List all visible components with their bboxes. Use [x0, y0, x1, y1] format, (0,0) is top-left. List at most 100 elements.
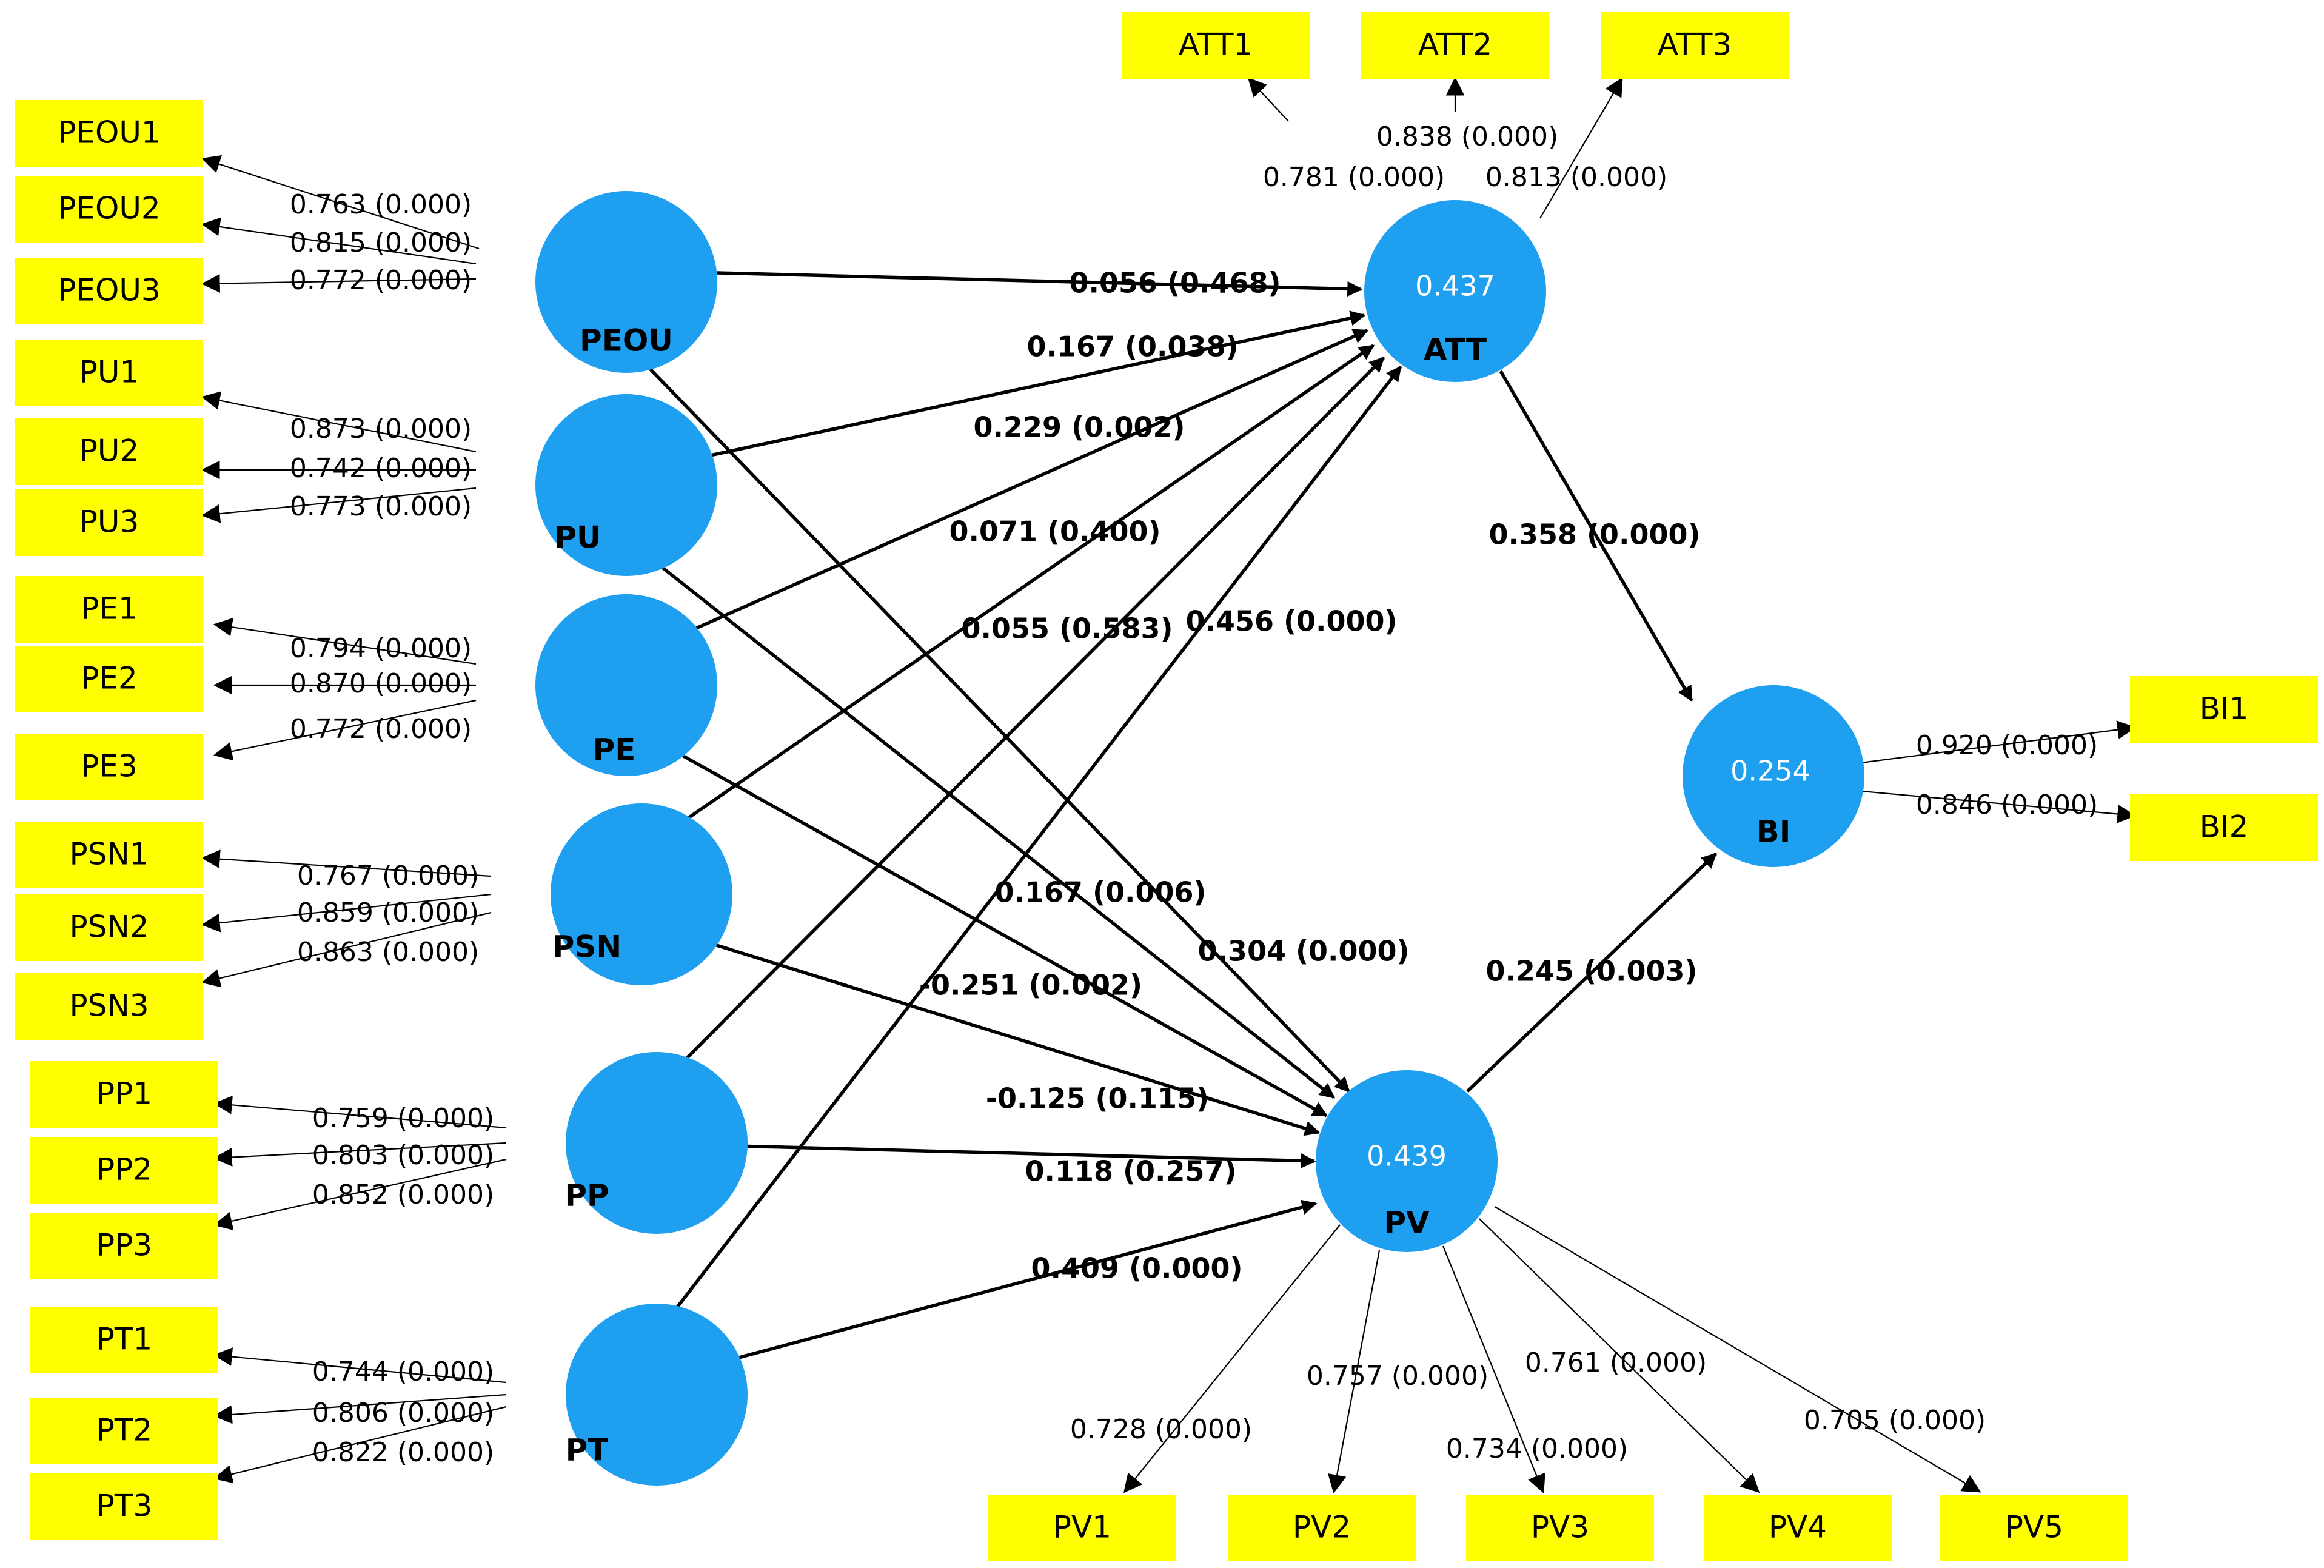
- indicator-label: PP3: [96, 1228, 152, 1263]
- loading-value-pp1: 0.759 (0.000): [312, 1103, 494, 1134]
- construct-pt[interactable]: PT: [566, 1304, 748, 1486]
- path-arrow-pt-att: [655, 365, 1402, 1335]
- construct-pp[interactable]: PP: [564, 1052, 748, 1234]
- loading-value-pe3: 0.772 (0.000): [290, 714, 472, 745]
- construct-peou[interactable]: PEOU: [535, 191, 717, 373]
- construct-pe[interactable]: PE: [535, 594, 717, 776]
- indicator-box: [15, 734, 203, 800]
- indicator-box: [30, 1213, 218, 1279]
- indicator-label: PSN2: [69, 910, 149, 945]
- loading-arrow-peou2: [201, 217, 477, 265]
- path-arrow-pe-att: [655, 329, 1369, 648]
- indicator-pv1[interactable]: PV1: [988, 1495, 1176, 1561]
- loading-value-att3: 0.813 (0.000): [1485, 162, 1667, 193]
- r-squared-value: 0.437: [1415, 270, 1495, 303]
- indicator-label: PP1: [96, 1076, 152, 1111]
- construct-pu[interactable]: PU: [535, 394, 717, 576]
- indicator-psn1[interactable]: PSN1: [15, 822, 203, 888]
- loading-arrow-bi1: [1827, 720, 2137, 768]
- indicator-pp2[interactable]: PP2: [30, 1137, 218, 1204]
- indicator-peou1[interactable]: PEOU1: [15, 100, 203, 167]
- indicator-label: PU1: [79, 355, 139, 390]
- indicator-box: [1122, 12, 1310, 79]
- path-coefficient-pe-pv: -0.251 (0.002): [919, 969, 1142, 1002]
- indicator-peou3[interactable]: PEOU3: [15, 258, 203, 324]
- construct-label: PP: [564, 1178, 609, 1213]
- loading-arrow-pt2: [213, 1393, 507, 1424]
- construct-psn[interactable]: PSN: [551, 803, 732, 985]
- construct-circle: [535, 594, 717, 776]
- path-arrow-pp-att: [655, 357, 1385, 1090]
- indicator-pt3[interactable]: PT3: [30, 1473, 218, 1540]
- indicator-box: [15, 822, 203, 888]
- construct-circle: [1683, 685, 1864, 867]
- indicator-pe1[interactable]: PE1: [15, 576, 203, 643]
- loading-arrow-psn3: [201, 911, 492, 988]
- path-arrow-pv-bi: [1466, 853, 1717, 1093]
- indicator-pp1[interactable]: PP1: [30, 1061, 218, 1128]
- path-arrow-peou-att: [717, 271, 1363, 297]
- indicator-label: PE2: [81, 661, 138, 696]
- indicator-label: PT2: [96, 1413, 153, 1448]
- indicator-pu1[interactable]: PU1: [15, 340, 203, 406]
- construct-circle: [566, 1304, 748, 1486]
- loading-value-psn1: 0.767 (0.000): [297, 860, 479, 891]
- loading-value-pe2: 0.870 (0.000): [290, 668, 472, 699]
- indicator-pp3[interactable]: PP3: [30, 1213, 218, 1279]
- indicator-peou2[interactable]: PEOU2: [15, 176, 203, 243]
- indicator-bi1[interactable]: BI1: [2130, 676, 2318, 743]
- loading-value-psn2: 0.859 (0.000): [297, 897, 479, 928]
- loading-arrow-pv4: [1479, 1218, 1760, 1493]
- loading-value-peou1: 0.763 (0.000): [290, 189, 472, 220]
- indicator-att2[interactable]: ATT2: [1361, 12, 1549, 79]
- indicator-att3[interactable]: ATT3: [1601, 12, 1789, 79]
- indicator-pe3[interactable]: PE3: [15, 734, 203, 800]
- path-arrow-pp-pv: [691, 1143, 1316, 1169]
- loading-arrow-peou1: [201, 155, 480, 250]
- indicator-label: PT3: [96, 1489, 153, 1524]
- indicator-label: ATT1: [1179, 27, 1253, 62]
- construct-label: PV: [1384, 1205, 1430, 1241]
- path-coefficient-pt-pv: 0.409 (0.000): [1031, 1252, 1242, 1285]
- indicator-label: ATT2: [1418, 27, 1492, 62]
- indicator-pu3[interactable]: PU3: [15, 489, 203, 556]
- indicator-bi2[interactable]: BI2: [2130, 794, 2318, 861]
- path-arrow-psn-pv: [669, 929, 1321, 1136]
- path-arrow-pu-pv: [637, 547, 1335, 1099]
- indicator-label: PV4: [1769, 1510, 1827, 1545]
- path-arrow-psn-att: [655, 344, 1375, 842]
- loading-value-bi2: 0.846 (0.000): [1916, 789, 2098, 820]
- indicator-pu2[interactable]: PU2: [15, 418, 203, 485]
- indicator-psn3[interactable]: PSN3: [15, 973, 203, 1040]
- indicator-label: PV1: [1053, 1510, 1111, 1545]
- indicator-box: [15, 258, 203, 324]
- path-coefficient-pv-bi: 0.245 (0.003): [1485, 955, 1697, 988]
- indicator-pt1[interactable]: PT1: [30, 1307, 218, 1373]
- indicator-label: PEOU2: [58, 191, 161, 226]
- indicator-att1[interactable]: ATT1: [1122, 12, 1310, 79]
- indicator-pv3[interactable]: PV3: [1466, 1495, 1654, 1561]
- indicator-box: [15, 100, 203, 167]
- indicator-label: BI1: [2200, 691, 2249, 726]
- loading-value-pp2: 0.803 (0.000): [312, 1140, 494, 1171]
- construct-label: PT: [566, 1433, 609, 1468]
- indicator-pv5[interactable]: PV5: [1940, 1495, 2128, 1561]
- loading-arrow-pp2: [213, 1142, 507, 1167]
- loading-value-att1: 0.781 (0.000): [1263, 162, 1445, 193]
- loading-value-pv2: 0.757 (0.000): [1307, 1361, 1488, 1392]
- indicator-pv2[interactable]: PV2: [1228, 1495, 1416, 1561]
- indicator-box: [1466, 1495, 1654, 1561]
- indicator-psn2[interactable]: PSN2: [15, 894, 203, 961]
- loading-arrow-att3: [1539, 77, 1623, 219]
- indicator-box: [30, 1061, 218, 1128]
- indicator-label: PV5: [2005, 1510, 2063, 1545]
- indicator-pt2[interactable]: PT2: [30, 1398, 218, 1464]
- indicator-box: [988, 1495, 1176, 1561]
- indicator-pv4[interactable]: PV4: [1704, 1495, 1892, 1561]
- loading-value-pv1: 0.728 (0.000): [1070, 1414, 1252, 1445]
- indicator-box: [1940, 1495, 2128, 1561]
- indicator-pe2[interactable]: PE2: [15, 646, 203, 712]
